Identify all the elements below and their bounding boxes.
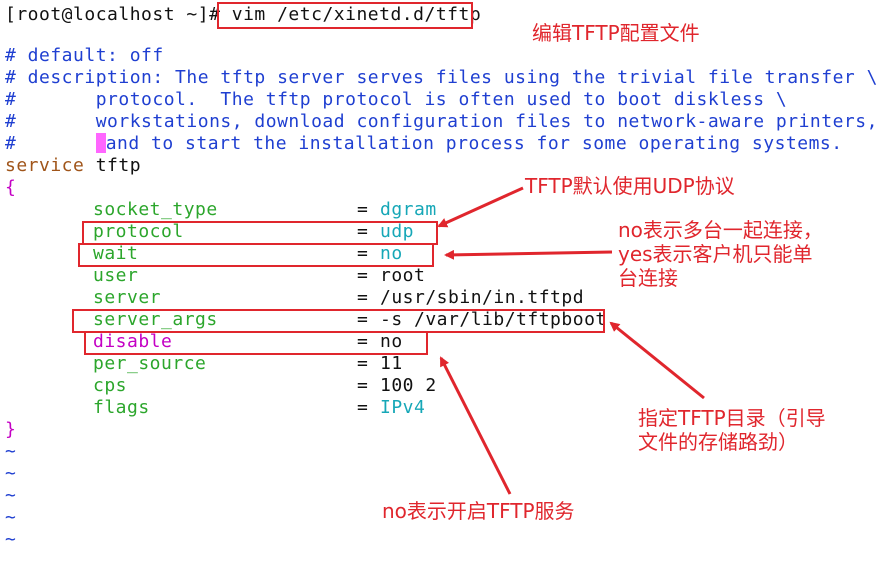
arrow-server-args <box>609 321 705 400</box>
setting-equals: = <box>357 287 369 308</box>
setting-row: server = /usr/sbin/in.tftpd <box>5 287 805 309</box>
setting-equals: = <box>357 375 369 396</box>
setting-row: user = root <box>5 265 805 287</box>
setting-row: flags = IPv4 <box>5 397 805 419</box>
setting-row: disable = no <box>5 331 805 353</box>
setting-key: server <box>93 287 162 308</box>
comment-prefix: # <box>5 133 96 154</box>
arrow-udp <box>437 186 524 228</box>
setting-key: flags <box>93 397 150 418</box>
service-name: tftp <box>95 155 142 176</box>
setting-value: dgram <box>380 199 437 220</box>
note-udp-default: TFTP默认使用UDP协议 <box>525 174 735 198</box>
setting-value: root <box>380 265 426 286</box>
comment-line-1: # default: off <box>5 45 164 66</box>
setting-value: 11 <box>380 353 403 374</box>
setting-equals: = <box>357 265 369 286</box>
setting-key: user <box>93 265 139 286</box>
setting-equals: = <box>357 353 369 374</box>
empty-line-tilde: ~ <box>5 529 17 550</box>
setting-row: cps = 100 2 <box>5 375 805 397</box>
close-brace: } <box>5 419 17 440</box>
shell-prompt: [root@localhost ~]# <box>5 4 221 25</box>
setting-equals: = <box>357 309 369 330</box>
prompt-line: [root@localhost ~]# vim /etc/xinetd.d/tf… <box>5 4 481 26</box>
note-wait: no表示多台一起连接， yes表示客户机只能单 台连接 <box>618 218 823 290</box>
setting-row: wait = no <box>5 243 805 265</box>
setting-equals: = <box>357 397 369 418</box>
setting-row: protocol = udp <box>5 221 805 243</box>
setting-value: -s /var/lib/tftpboot <box>380 309 607 330</box>
empty-line-tilde: ~ <box>5 441 17 462</box>
wait-highlight-box <box>78 243 434 267</box>
setting-key: wait <box>93 243 139 264</box>
setting-value: 100 2 <box>380 375 437 396</box>
setting-key: cps <box>93 375 128 396</box>
note-tftp-directory: 指定TFTP目录（引导 文件的存储路劲） <box>638 406 826 454</box>
empty-line-tilde: ~ <box>5 485 17 506</box>
comment-text: and to start the installation process fo… <box>105 133 843 154</box>
comment-line-3: # protocol. The tftp protocol is often u… <box>5 89 788 110</box>
command-highlight-box <box>217 2 473 29</box>
open-brace: { <box>5 177 17 198</box>
setting-key: disable <box>93 331 173 352</box>
service-keyword: service <box>5 155 85 176</box>
setting-row: socket_type = dgram <box>5 199 805 221</box>
service-line: service tftp <box>5 155 141 177</box>
note-disable: no表示开启TFTP服务 <box>382 499 575 523</box>
arrow-wait <box>444 249 613 260</box>
vim-cursor <box>95 133 106 153</box>
disable-highlight-box <box>84 331 428 355</box>
arrow-disable <box>439 356 512 495</box>
setting-value: no <box>380 243 403 264</box>
setting-key: per_source <box>93 353 207 374</box>
comment-line-2: # description: The tftp server serves fi… <box>5 67 878 88</box>
setting-value: udp <box>380 221 415 242</box>
setting-equals: = <box>357 331 369 352</box>
setting-row: per_source = 11 <box>5 353 805 375</box>
setting-key: protocol <box>93 221 184 242</box>
setting-equals: = <box>357 199 369 220</box>
setting-value: /usr/sbin/in.tftpd <box>380 287 585 308</box>
empty-line-tilde: ~ <box>5 507 17 528</box>
empty-line-tilde: ~ <box>5 463 17 484</box>
setting-equals: = <box>357 221 369 242</box>
setting-key: socket_type <box>93 199 218 220</box>
note-edit-config: 编辑TFTP配置文件 <box>532 21 700 45</box>
setting-key: server_args <box>93 309 218 330</box>
setting-row: server_args = -s /var/lib/tftpboot <box>5 309 805 331</box>
comment-line-4: # workstations, download configuration f… <box>5 111 880 132</box>
setting-value: no <box>380 331 403 352</box>
setting-equals: = <box>357 243 369 264</box>
vim-command: vim /etc/xinetd.d/tftp <box>231 4 482 25</box>
setting-value: IPv4 <box>380 397 426 418</box>
comment-line-5: # and to start the installation process … <box>5 133 843 155</box>
